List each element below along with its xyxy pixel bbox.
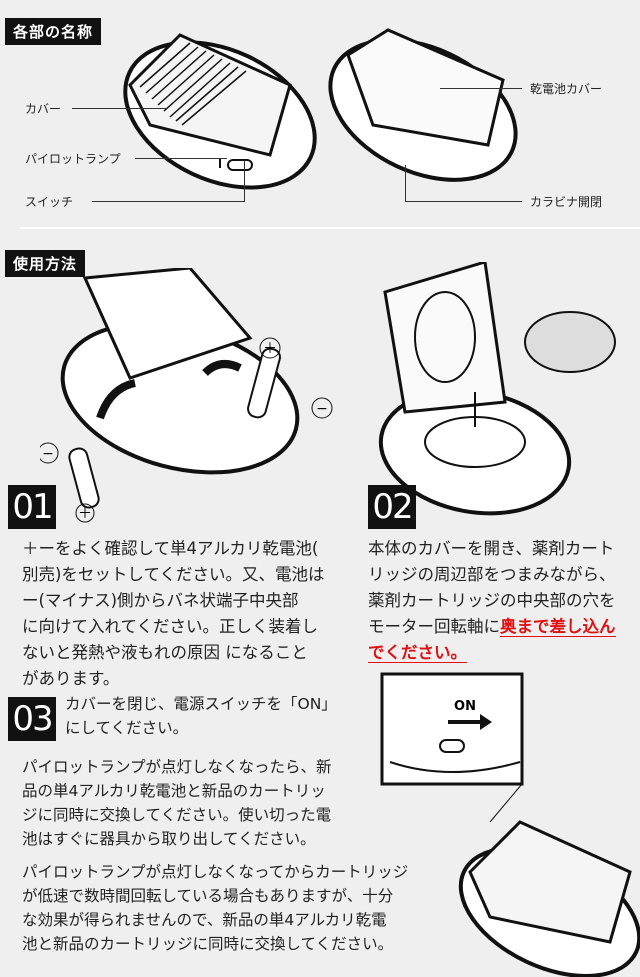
switch-on-illustration: ON (380, 672, 640, 977)
minus-icon: − (42, 446, 54, 462)
label-battery-cover: 乾電池カバー (530, 82, 603, 96)
section-divider (20, 227, 640, 229)
cartridge-insert-illustration (378, 262, 616, 516)
label-switch: スイッチ (25, 195, 74, 209)
step-number-02: 02 (368, 485, 416, 529)
usage-section-title: 使用方法 (5, 250, 86, 277)
on-label: ON (454, 699, 476, 714)
label-pilot-lamp: パイロットランプ (25, 152, 121, 166)
parts-section-title: 各部の名称 (5, 18, 102, 45)
step-number-03: 03 (8, 697, 56, 741)
plus-icon: ＋ (78, 506, 92, 522)
battery-insert-illustration: ＋ − − ＋ (40, 268, 333, 523)
note-replace: パイロットランプが点灯しなくなったら、新 品の単4アルカリ乾電池と新品のカートリ… (22, 758, 332, 848)
arrow-right-icon (448, 714, 492, 730)
device-front-illustration (123, 33, 317, 190)
minus-icon: − (316, 401, 328, 417)
note-low-speed: パイロットランプが点灯しなくなってからカートリッジ が低速で数時間回転している場… (22, 863, 409, 953)
step-number-01: 01 (8, 485, 56, 529)
step-03-text: カバーを閉じ、電源スイッチを「ON」 にしてください。 (65, 695, 337, 737)
step-02-text: 本体のカバーを開き、薬剤カート リッジの周辺部をつまみながら、 薬剤カートリッジ… (368, 539, 616, 663)
step-02-emphasis: 奥まで差し込ん (500, 617, 616, 637)
step-01-text: ＋ーをよく確認して単4アルカリ乾電池( 別売)をセットしてください。又、電池は … (22, 539, 325, 688)
device-back-illustration (328, 28, 518, 182)
label-cover: カバー (25, 102, 62, 116)
step-02-emphasis-cont: でください。 (368, 643, 467, 663)
plus-icon: ＋ (263, 341, 277, 357)
label-carabiner: カラビナ開閉 (530, 195, 603, 209)
